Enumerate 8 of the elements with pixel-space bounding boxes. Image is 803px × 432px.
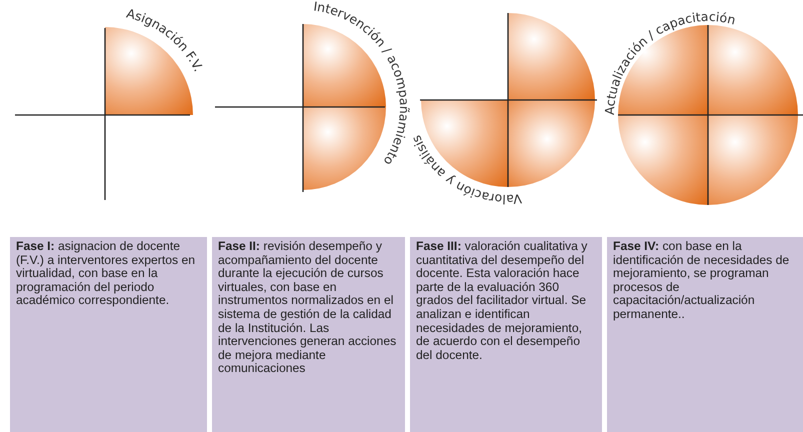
phase-description: Fase III: valoración cualitativa y cuantitativa del desempeño del docente. Esta valoración hace parte de la evaluación 360 grados del facilitador virtual. Se analizan e identifican necesidades de mejoramiento, de acuerdo con el desempeño del docente.	[416, 240, 588, 362]
phase-description: Fase I: asignacion de docente (F.V.) a interventores expertos en virtualidad, con base en la programación del periodo académico correspondiente.	[16, 240, 196, 308]
phase-panel	[10, 237, 207, 432]
phase-panel	[410, 237, 602, 432]
phase-description: Fase IV: con base en la identificación de necesidades de mejoramiento, se programan procesos de capacitación/actualización permanente..	[613, 240, 790, 322]
phase-description: Fase II: revisión desempeño y acompañamiento del docente durante la ejecución de cursos virtuales, con base en instrumentos normalizados en el sistema de gestión de la calidad de la Institución. Las intervenciones generan acciones de mejora mediante comunicaciones	[218, 240, 398, 376]
phase-panel	[607, 237, 803, 432]
phase-panel	[212, 237, 405, 432]
